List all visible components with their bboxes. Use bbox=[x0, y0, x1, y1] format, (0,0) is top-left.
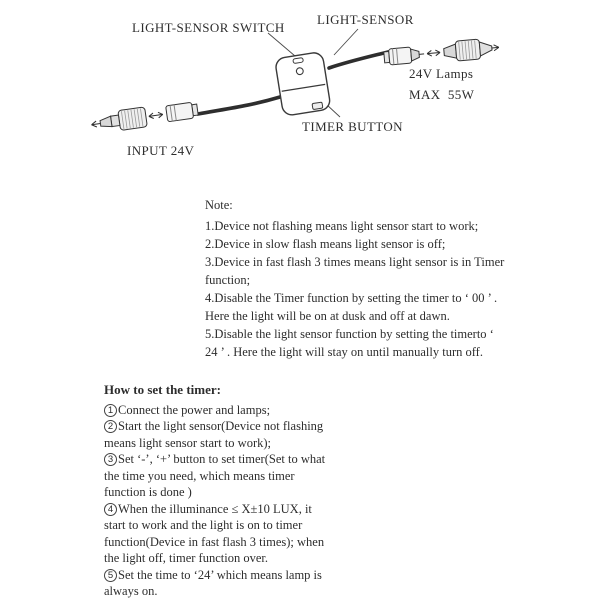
lamps-rating-label-line1: 24V Lamps bbox=[409, 66, 474, 81]
light-sensor-label: LIGHT-SENSOR bbox=[317, 12, 414, 27]
note-item: 4.Disable the Timer function by setting … bbox=[205, 291, 498, 323]
timer-button-label: TIMER BUTTON bbox=[302, 119, 403, 134]
howto-title: How to set the timer: bbox=[104, 382, 221, 397]
step-number: 2 bbox=[104, 420, 117, 433]
note-title: Note: bbox=[205, 198, 233, 212]
note-item: 1.Device not flashing means light sensor… bbox=[205, 219, 479, 233]
dc-plug-pair-lamps bbox=[383, 38, 500, 66]
power-cables bbox=[196, 50, 390, 116]
wiring-diagram: LIGHT-SENSOR SWITCH LIGHT-SENSOR 24V Lam… bbox=[0, 0, 600, 185]
sensor-switch-icon bbox=[292, 57, 304, 64]
note-list: 1.Device not flashing means light sensor… bbox=[205, 217, 507, 361]
dc-plug-pair-input bbox=[91, 102, 199, 131]
light-sensor-window-icon bbox=[295, 67, 304, 76]
step-number: 3 bbox=[104, 453, 117, 466]
light-sensor-switch-label: LIGHT-SENSOR SWITCH bbox=[132, 20, 285, 35]
note-section: Note: 1.Device not flashing means light … bbox=[205, 196, 507, 361]
plug-direction-arrow-left bbox=[148, 111, 164, 119]
step-number: 1 bbox=[104, 403, 117, 417]
plug-direction-arrow-right bbox=[426, 49, 441, 57]
note-item: 5.Disable the light sensor function by s… bbox=[205, 327, 494, 359]
note-item: 3.Device in fast flash 3 times means lig… bbox=[205, 255, 505, 287]
diagram-art bbox=[91, 28, 500, 131]
input-24v-label: INPUT 24V bbox=[127, 143, 195, 158]
step-number: 5 bbox=[104, 568, 117, 582]
lamps-rating-label-line2: MAX 55W bbox=[409, 87, 475, 102]
timer-device-body bbox=[275, 52, 331, 116]
note-item: 2.Device in slow flash means light senso… bbox=[205, 237, 446, 251]
timer-button-icon bbox=[311, 101, 324, 110]
step-number: 4 bbox=[104, 502, 117, 516]
